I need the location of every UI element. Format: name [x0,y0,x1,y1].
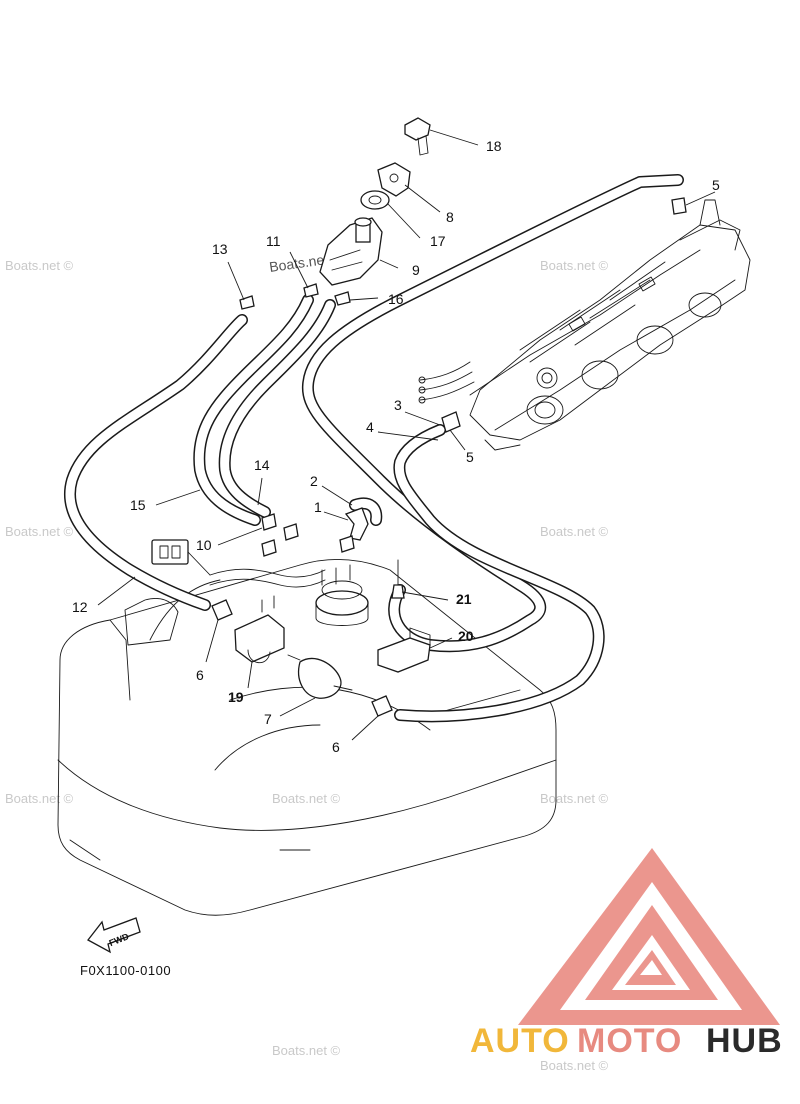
callout-10: 10 [196,537,212,553]
nut-17 [360,190,390,210]
brand-part-hub: HUB [706,1022,783,1060]
bracket-19 [234,595,285,664]
leader-lines [97,129,716,741]
clamp-6-left [211,599,233,621]
callout-16: 16 [388,291,404,307]
watermark: Boats.net © [5,791,74,806]
callout-13: 13 [212,241,228,257]
callout-6-left: 6 [196,667,204,683]
throttle-body-assembly [418,199,751,451]
diagram-code: F0X1100-0100 [80,963,171,978]
callout-17: 17 [430,233,446,249]
callout-1: 1 [314,499,322,515]
callout-12: 12 [72,599,88,615]
callout-7: 7 [264,711,272,727]
callout-5-upper: 5 [712,177,720,193]
fitting-1 [344,507,369,541]
watermark: Boats.net © [5,258,74,273]
parts [151,117,687,717]
clamp-5-upper [671,197,687,215]
callout-11: 11 [266,233,281,249]
watermark: Boats.net © [540,524,609,539]
electrical-connector [151,539,211,576]
clamp-11 [303,283,319,298]
clamp-6-right [371,695,393,717]
callout-19: 19 [228,689,244,705]
callout-9: 9 [412,262,420,278]
brand-part-auto: AUTO [470,1022,570,1060]
watermark: Boats.net © [540,258,609,273]
callout-18: 18 [486,138,502,154]
callout-21: 21 [456,591,472,607]
callout-5-lower: 5 [466,449,474,465]
fuel-pump-assembly [209,564,369,626]
callout-14: 14 [254,457,270,473]
watermark: Boats.net © [540,1058,609,1073]
clamp-13 [239,295,255,310]
brand-part-moto: MOTO [577,1022,682,1060]
callout-6-right: 6 [332,739,340,755]
bracket-8 [377,162,411,197]
fuel-valve-9 [319,217,383,286]
callout-4: 4 [366,419,374,435]
watermarks: Boats.net © Boats.net © Boats.net © Boat… [5,251,609,1073]
screw-21 [391,559,405,599]
callout-8: 8 [446,209,454,225]
hoses [64,174,684,723]
bolt-18 [404,117,431,156]
callout-20: 20 [458,628,474,644]
watermark: Boats.net © [5,524,74,539]
callout-2: 2 [310,473,318,489]
automotohub-logo-icon [518,848,780,1025]
bracket-20 [377,627,431,673]
watermark: Boats.net © [272,791,341,806]
watermark: Boats.net © [272,1043,341,1058]
callouts: 18 8 17 9 16 11 13 5 3 4 5 14 15 2 1 10 … [72,138,720,755]
fuel-filter-7 [287,654,353,699]
clamp-16 [334,291,351,306]
watermark: Boats.net © [540,791,609,806]
fuel-tank [57,558,557,916]
callout-15: 15 [130,497,146,513]
callout-3: 3 [394,397,402,413]
fwd-arrow-icon: FWD [87,917,141,954]
clamp-5-lower [441,411,461,433]
automotohub-wordmark: AUTO MOTO HUB [470,1022,783,1060]
